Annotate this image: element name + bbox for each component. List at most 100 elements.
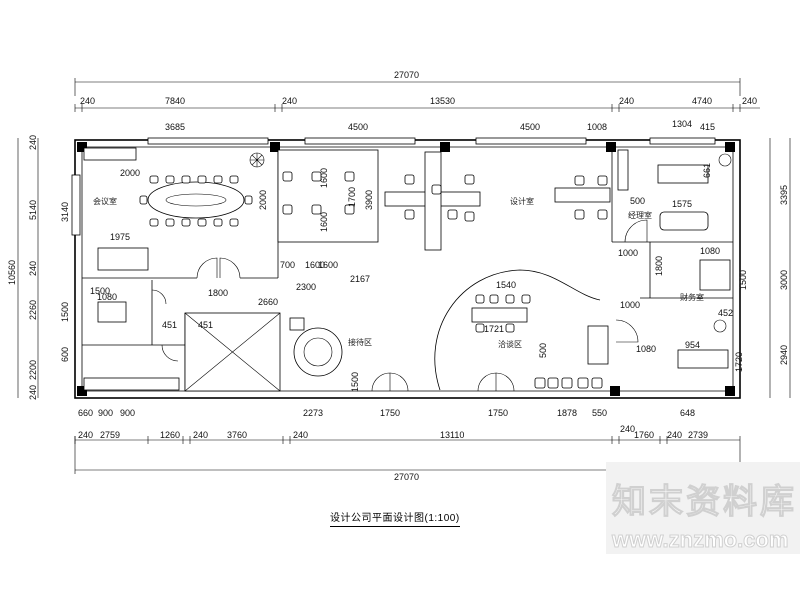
dim-bottom: 240: [293, 430, 308, 440]
dim-bottom-inner: 660: [78, 408, 93, 418]
desk-chairs: [282, 171, 608, 222]
waiting-chairs: [534, 377, 603, 389]
dim-inner: 1008: [587, 122, 607, 132]
door: [624, 219, 648, 243]
dim-interior: 3900: [364, 190, 374, 210]
dim-right: 3395: [779, 185, 789, 205]
dim-inner: 3685: [165, 122, 185, 132]
dim-bottom-inner: 1750: [380, 408, 400, 418]
chair: [521, 294, 531, 304]
door: [219, 257, 241, 279]
chair: [181, 175, 191, 184]
negotiation-table: [471, 307, 528, 323]
dim-right: 3000: [779, 270, 789, 290]
chair: [282, 204, 293, 215]
door: [196, 257, 218, 279]
manager-sofa: [659, 211, 709, 231]
dim-left-inner: 1500: [60, 302, 70, 322]
dim-interior: 700: [280, 260, 295, 270]
room-label-design: 设计室: [510, 196, 534, 206]
dim-inner: 1304: [672, 119, 692, 129]
sofa: [97, 247, 149, 271]
chair: [597, 175, 608, 186]
dim-bottom: 1260: [160, 430, 180, 440]
cabinet: [617, 149, 629, 191]
dim-bottom-inner: 900: [120, 408, 135, 418]
sofa: [587, 325, 609, 365]
chair: [447, 209, 458, 220]
dim-bottom-inner: 900: [98, 408, 113, 418]
chair: [149, 218, 159, 227]
room-label-negotiation: 洽谈区: [498, 339, 522, 349]
chair: [505, 323, 515, 333]
chair: [489, 294, 499, 304]
chair: [244, 195, 253, 205]
window: [147, 137, 716, 145]
dim-interior: 1600: [305, 260, 325, 270]
negotiation-chairs: [475, 294, 531, 333]
dim-interior: 2300: [296, 282, 316, 292]
dim-left: 2200: [28, 360, 38, 380]
chair: [149, 175, 159, 184]
dim-bottom-inner: 648: [680, 408, 695, 418]
dim-bottom: 240: [667, 430, 682, 440]
chair: [464, 174, 475, 185]
dim-interior: 451: [162, 320, 177, 330]
dim-left-total: 10560: [7, 260, 17, 285]
dim-interior: 1080: [97, 292, 117, 302]
dim-interior: 1720: [734, 352, 744, 372]
dim-bottom-inner: 1878: [557, 408, 577, 418]
dim-interior: 1000: [620, 300, 640, 310]
chair: [197, 218, 207, 227]
dim-interior: 1000: [618, 248, 638, 258]
dim-bottom: 2739: [688, 430, 708, 440]
cabinet: [83, 377, 180, 391]
cabinet: [83, 147, 137, 161]
dim-left: 240: [28, 135, 38, 150]
dim-left: 2260: [28, 300, 38, 320]
chair: [431, 184, 442, 195]
dim-top: 7840: [165, 96, 185, 106]
entrance-door: [371, 372, 515, 392]
dim-interior: 1600: [319, 212, 329, 232]
chair: [181, 218, 191, 227]
dim-interior: 500: [538, 343, 548, 358]
dim-bottom: 2759: [100, 430, 120, 440]
cabinet: [289, 317, 305, 331]
dim-bottom-inner: 2273: [303, 408, 323, 418]
chair: [344, 171, 355, 182]
dim-interior: 1080: [636, 344, 656, 354]
reception-table: [303, 337, 333, 367]
dim-left-inner: 600: [60, 347, 70, 362]
dim-interior: 2660: [258, 297, 278, 307]
dim-right: 2940: [779, 345, 789, 365]
dim-interior: 1800: [208, 288, 228, 298]
dim-interior: 1600: [319, 168, 329, 188]
reception-round-sofa: [293, 327, 343, 377]
dim-interior: 1800: [654, 256, 664, 276]
dim-left: 240: [28, 385, 38, 400]
dim-left-inner: 3140: [60, 202, 70, 222]
finance-desk: [699, 259, 731, 291]
watermark-background: [606, 462, 800, 554]
chair: [311, 204, 322, 215]
chair: [591, 377, 603, 389]
chair: [404, 209, 415, 220]
dim-bottom: 240: [78, 430, 93, 440]
chair: [229, 175, 239, 184]
meeting-table: [147, 181, 245, 219]
chair: [282, 171, 293, 182]
dim-interior: 661: [702, 163, 712, 178]
chair: [561, 377, 573, 389]
chair: [574, 175, 585, 186]
dim-top: 4740: [692, 96, 712, 106]
dimension-lines: [17, 78, 791, 474]
dim-top: 240: [282, 96, 297, 106]
dim-interior: 1500: [350, 372, 360, 392]
dim-interior: 452: [718, 308, 733, 318]
desk: [97, 301, 127, 323]
chair: [534, 377, 546, 389]
chair: [404, 174, 415, 185]
dim-top: 240: [742, 96, 757, 106]
chair: [547, 377, 559, 389]
